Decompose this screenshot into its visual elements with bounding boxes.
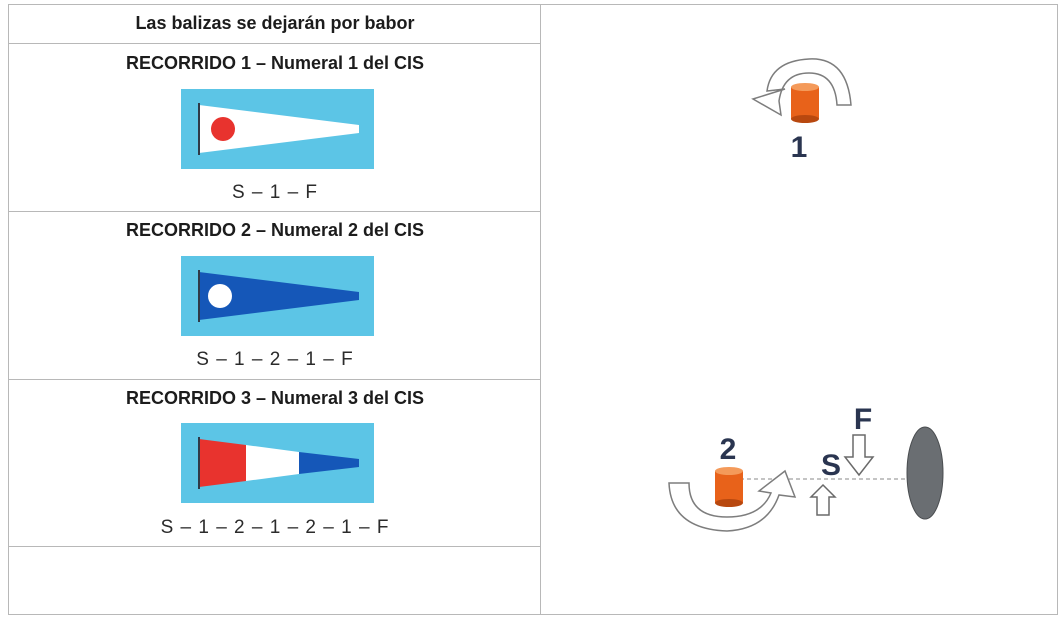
arrow-up-icon — [809, 483, 837, 516]
finish-group: F — [843, 403, 875, 477]
buoy-2-icon — [715, 467, 743, 507]
round-arrow-icon — [668, 469, 797, 532]
divider — [9, 379, 541, 380]
arrow-down-icon — [843, 434, 875, 477]
start-group: S — [809, 449, 841, 516]
divider — [9, 211, 541, 212]
route-2-sequence: S – 1 – 2 – 1 – F — [196, 349, 354, 370]
course-diagram-svg: 1 2 S F — [668, 58, 944, 532]
numeral-1-pennant-icon — [198, 103, 359, 155]
course-diagram: 1 2 S F — [541, 5, 1057, 614]
buoy-1-group: 1 — [751, 58, 852, 164]
numeral-2-flag — [181, 256, 374, 336]
divider — [9, 546, 541, 547]
route-3-title: RECORRIDO 3 – Numeral 3 del CIS — [125, 388, 425, 408]
committee-boat-icon — [906, 426, 944, 520]
route-3-sequence: S – 1 – 2 – 1 – 2 – 1 – F — [160, 517, 390, 538]
routes-column: Las balizas se dejarán por babor RECORRI… — [9, 5, 541, 614]
route-1-sequence: S – 1 – F — [231, 182, 319, 203]
table-header-title: Las balizas se dejarán por babor — [135, 13, 415, 33]
round-arrow-icon — [751, 58, 852, 117]
numeral-1-flag — [181, 89, 374, 169]
numeral-2-pennant-icon — [198, 270, 359, 322]
start-label: S — [821, 449, 841, 482]
buoy-1-label: 1 — [791, 131, 808, 164]
buoy-2-label: 2 — [720, 433, 737, 466]
numeral-3-pennant-icon — [198, 437, 359, 489]
route-1-title: RECORRIDO 1 – Numeral 1 del CIS — [125, 53, 425, 73]
buoy-1-icon — [791, 83, 819, 123]
numeral-3-flag — [181, 423, 374, 503]
course-table: Las balizas se dejarán por babor RECORRI… — [8, 4, 1058, 615]
buoy-2-group: 2 — [668, 433, 797, 532]
divider — [9, 43, 541, 44]
finish-label: F — [854, 403, 872, 436]
route-2-title: RECORRIDO 2 – Numeral 2 del CIS — [125, 220, 425, 240]
